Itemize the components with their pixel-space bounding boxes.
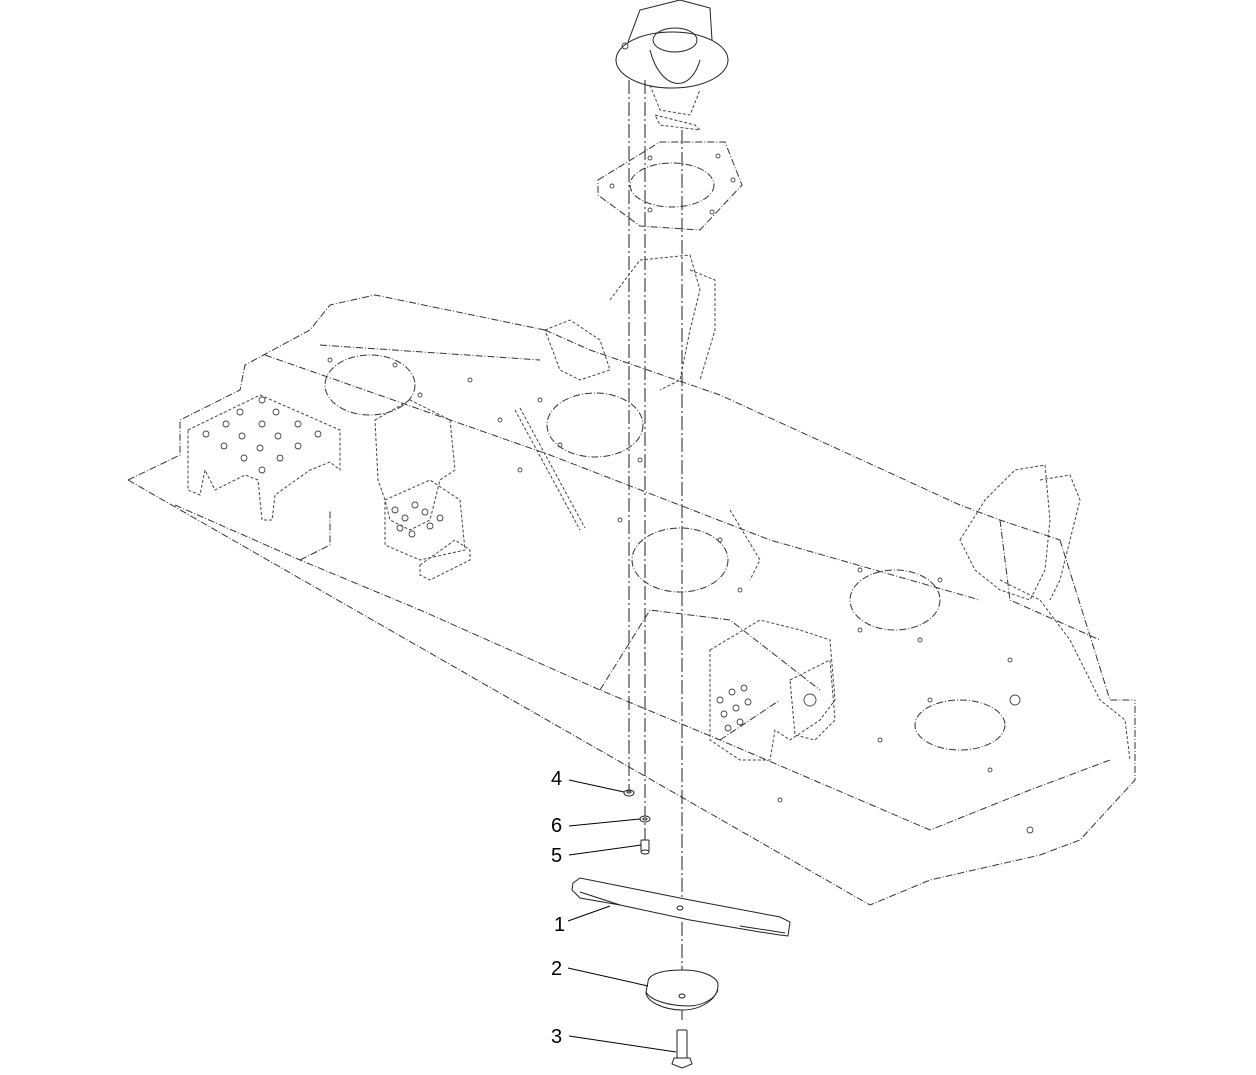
part-washer [639, 815, 651, 823]
left-step-plate [187, 394, 341, 521]
part-bolt [640, 839, 650, 855]
right-end-hanger [959, 464, 1131, 761]
assembly-axis-lines [628, 80, 683, 1020]
callout-6: 6 [551, 815, 562, 837]
center-baffle [514, 254, 761, 581]
callout-labels: 4 6 5 1 2 3 [551, 768, 565, 1048]
callout-5: 5 [551, 845, 562, 867]
deck-shell [127, 294, 1136, 906]
callout-3: 3 [551, 1026, 562, 1048]
part-nut [623, 789, 635, 797]
left-hanger-brackets [374, 399, 471, 581]
deck-holes [327, 357, 1034, 834]
spindle-mount-plate [597, 141, 743, 231]
spindle-assembly [615, 0, 729, 131]
callout-leaders [567, 779, 677, 1053]
callout-1: 1 [554, 914, 565, 936]
spindle-openings [324, 354, 1006, 751]
callout-2: 2 [551, 958, 562, 980]
part-anti-scalp-cup [645, 969, 719, 1011]
part-blade [571, 877, 791, 937]
callout-4: 4 [551, 768, 562, 790]
right-hanger-brackets [709, 619, 836, 761]
part-blade-bolt [671, 1029, 693, 1069]
